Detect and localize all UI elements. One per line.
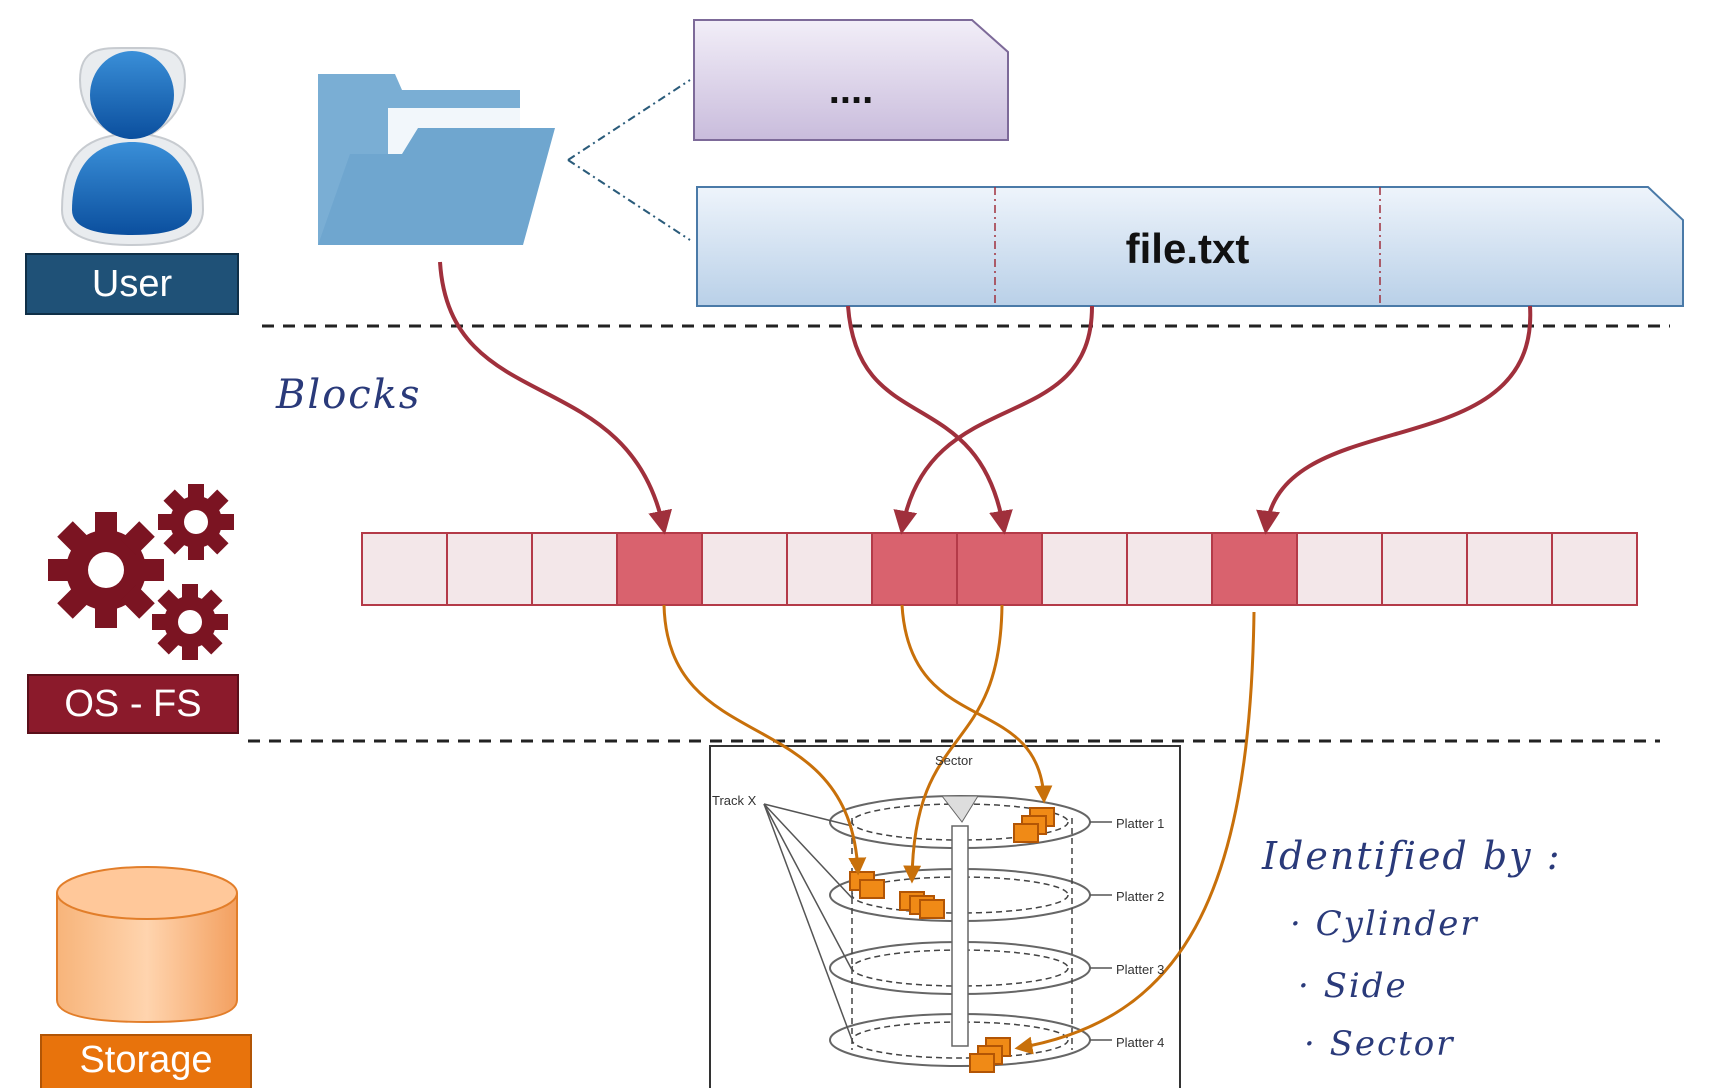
track-pointer-line-3 (763, 803, 853, 971)
other-file-name: .... (828, 68, 874, 112)
sector-chip (1013, 823, 1039, 843)
block-cell (1296, 532, 1383, 606)
platter-label-4: Platter 4 (1116, 1035, 1165, 1050)
user-icon (60, 46, 205, 247)
storage-label-box (40, 1034, 252, 1088)
arrow-block-to-platter4 (1014, 611, 1256, 1055)
block-cell-used (1211, 532, 1298, 606)
file-txt-shape (696, 186, 1684, 307)
disk-diagram (709, 745, 1181, 1088)
sector-chip (969, 1053, 995, 1073)
blocks-annotation: Blocks (276, 372, 422, 418)
block-cell-used (871, 532, 958, 606)
block-cell (1041, 532, 1128, 606)
block-cell (531, 532, 618, 606)
identified-item-side: · Side (1298, 966, 1408, 1006)
track-pointer-line-1 (763, 803, 853, 827)
block-cell (361, 532, 448, 606)
identified-by-annotation: Identified by : (1262, 834, 1562, 878)
arrow-block-to-platter1 (900, 604, 1053, 804)
platter-label-1: Platter 1 (1116, 816, 1165, 831)
block-cell (786, 532, 873, 606)
sector-wedge (940, 795, 979, 823)
identified-item-cylinder: · Cylinder (1290, 904, 1479, 944)
gears-icon (48, 484, 234, 660)
block-cell (1126, 532, 1213, 606)
folder-connector-bottom (567, 159, 691, 241)
arrow-file-part2-to-block (893, 305, 1094, 535)
block-cell (446, 532, 533, 606)
storage-label: Storage (79, 1039, 213, 1081)
track-pointer-line-4 (763, 803, 853, 1041)
block-cell (1381, 532, 1468, 606)
spindle (951, 825, 969, 1047)
arrow-file-part1-to-block (846, 305, 1013, 535)
folder-icon (318, 74, 555, 245)
block-cell (701, 532, 788, 606)
file-txt-name: file.txt (1125, 225, 1250, 272)
sector-chip (859, 879, 885, 899)
arrow-file-part3-to-block (1256, 305, 1533, 535)
block-bar (361, 532, 1638, 606)
storage-cylinder-icon (56, 866, 238, 1024)
identified-item-sector: · Sector (1304, 1024, 1455, 1064)
block-cell-used (616, 532, 703, 606)
arrow-folder-to-block (438, 261, 672, 535)
sector-label: Sector (935, 753, 973, 768)
os-label-box (27, 674, 239, 734)
folder-connector-top (567, 79, 691, 161)
arrow-block-to-platter2 (662, 604, 867, 876)
arrow-block-to-platter2b (903, 604, 1004, 884)
user-label: User (91, 262, 173, 305)
track-pointer-line-2 (763, 803, 853, 899)
block-cell-used (956, 532, 1043, 606)
block-cell (1551, 532, 1638, 606)
platter-label-2: Platter 2 (1116, 889, 1165, 904)
platter-label-3: Platter 3 (1116, 962, 1165, 977)
sector-chip (919, 899, 945, 919)
other-file-shape (693, 19, 1009, 141)
os-fs-label: OS - FS (64, 682, 202, 725)
block-cell (1466, 532, 1553, 606)
track-label: Track X (712, 793, 757, 808)
user-label-box (25, 253, 239, 315)
